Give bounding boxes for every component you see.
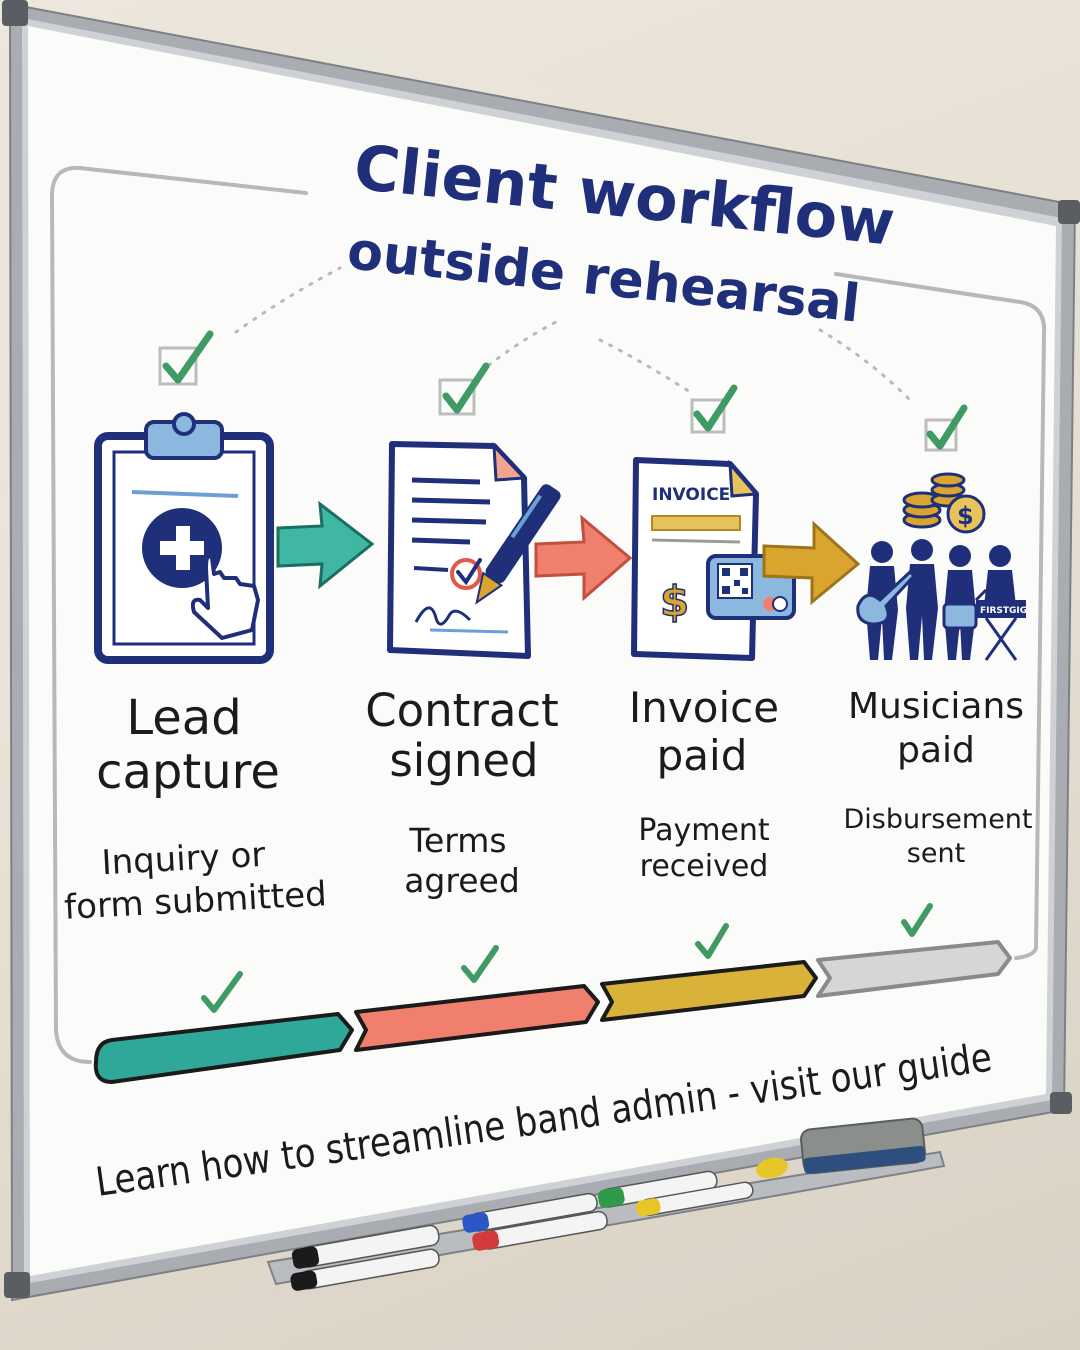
progress-segment-3 (600, 960, 818, 1022)
progress-segment-2 (354, 984, 600, 1052)
step-1-label-line2: capture (96, 744, 280, 800)
step-3-desc-line2: received (640, 849, 769, 884)
dotted-arc-right (818, 328, 912, 402)
coin-stack-icon: $ (902, 472, 986, 534)
progress-segment-4 (816, 940, 1012, 998)
frame-corner-top-right (1058, 200, 1080, 224)
step-1-desc-line1: Inquiry or (101, 835, 267, 884)
outline-bracket-left (49, 165, 308, 1064)
eraser-icon (800, 1117, 926, 1175)
marker-icon (462, 1192, 598, 1233)
dotted-arc-mid2 (598, 338, 692, 394)
step-2-label-line2: signed (389, 734, 538, 787)
arrow-right-icon (276, 500, 375, 590)
arrow-right-icon (534, 514, 633, 602)
step-4-desc-line1: Disbursement (844, 804, 1033, 835)
marker-cap-icon (756, 1157, 788, 1179)
band-coins-icon: $ FIRSTGIG (856, 472, 1027, 661)
bottom-checks (201, 903, 933, 1013)
check-icon (695, 923, 729, 959)
contract-pen-icon (387, 441, 561, 659)
clipboard-plus-icon (94, 412, 274, 664)
marker-icon (472, 1210, 608, 1251)
progress-bar (93, 940, 1012, 1084)
marker-icon (290, 1248, 440, 1291)
invoice-card-icon: INVOICE $ (631, 457, 796, 661)
check-icon (438, 362, 490, 416)
check-icon (690, 384, 738, 434)
step-2-desc-line1: Terms (408, 821, 506, 860)
frame-corner-top-left (2, 0, 28, 26)
keyboard-label: FIRSTGIG (980, 606, 1027, 616)
frame-corner-bottom-left (4, 1272, 30, 1298)
step-3-label-line2: paid (657, 731, 748, 780)
svg-text:$: $ (957, 502, 974, 530)
step-4-label-line2: paid (897, 730, 975, 771)
check-icon (201, 971, 243, 1013)
check-icon (461, 945, 499, 983)
marker-icon (291, 1224, 440, 1269)
step-2-desc-line2: agreed (404, 861, 520, 900)
step-4-desc-line2: sent (907, 838, 965, 869)
step-3-label-line1: Invoice (629, 683, 779, 732)
invoice-doc-label: INVOICE (652, 485, 730, 505)
step-3-desc-line1: Payment (638, 813, 770, 848)
markers (290, 1157, 788, 1291)
marker-icon (636, 1181, 754, 1217)
top-checks (158, 330, 968, 452)
check-icon (901, 903, 933, 937)
dollar-sign-icon: $ (660, 577, 689, 626)
frame-corner-bottom-right (1050, 1092, 1072, 1114)
step-2-label-line1: Contract (365, 684, 559, 737)
check-icon (924, 404, 968, 452)
check-icon (158, 330, 214, 386)
progress-segment-1 (93, 1012, 354, 1084)
step-1-label-line1: Lead (126, 690, 241, 746)
outline-bracket-right (834, 272, 1047, 960)
dotted-arc-left (234, 266, 342, 334)
arrow-right-icon (762, 520, 861, 606)
step-4-label-line1: Musicians (848, 686, 1024, 727)
